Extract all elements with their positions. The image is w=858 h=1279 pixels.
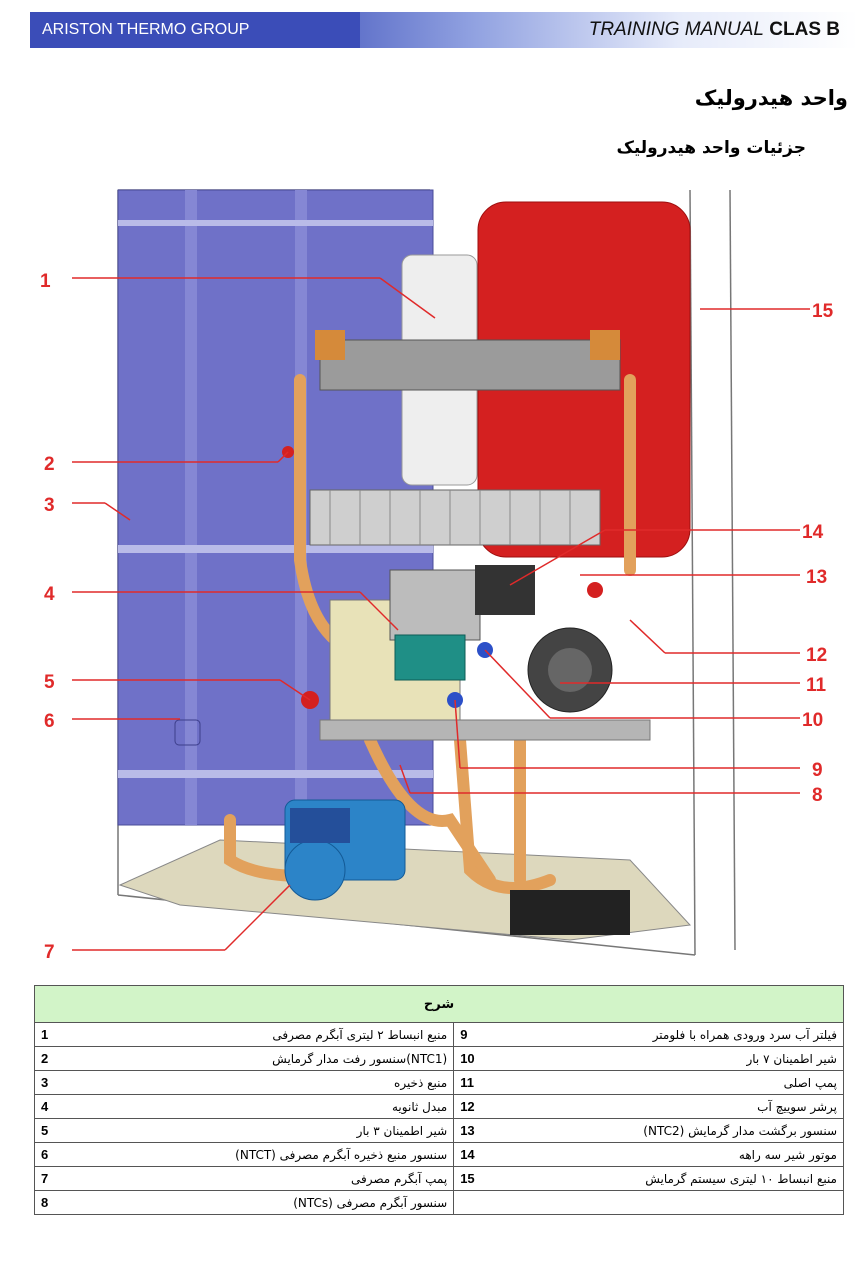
burner: [309, 489, 601, 546]
hydraulic-unit-diagram: 1 2 3 4 5 6 7 8 9 10 11 12 13 14 15: [40, 189, 834, 960]
legend-text: پمپ اصلی: [783, 1075, 837, 1090]
legend-text: شیر اطمینان ۷ بار: [746, 1051, 837, 1066]
callout-11: 11: [806, 675, 827, 696]
callout-14: 14: [802, 522, 824, 543]
legend-text: سنسور منبع ذخیره آبگرم مصرفی (NTCT): [235, 1147, 448, 1162]
manual-title-bold: CLAS B: [769, 19, 840, 40]
table-row: 1 منبع انبساط ۲ لیتری آبگرم مصرفی 9 فیلتر …: [33, 1022, 844, 1047]
legend-num: 10: [460, 1051, 475, 1066]
legend-num: 11: [460, 1075, 474, 1090]
table-row: 4 مبدل ثانویه 12 پرشر سوییچ آب: [33, 1094, 844, 1119]
legend-num: 6: [41, 1147, 49, 1162]
legend-num: 7: [41, 1171, 49, 1186]
table-row: 6 سنسور منبع ذخیره آبگرم مصرفی (NTCT) 14 م…: [33, 1142, 844, 1167]
table-row: 8 سنسور آبگرم مصرفی (NTCs): [33, 1190, 844, 1215]
legend-num: 15: [460, 1171, 475, 1186]
legend-num: 1: [41, 1027, 49, 1042]
callout-12: 12: [806, 645, 827, 666]
callout-13: 13: [806, 567, 827, 588]
header-banner: ARISTON THERMO GROUP TRAINING MANUAL CLA…: [30, 12, 858, 48]
callout-10: 10: [802, 710, 823, 731]
table-row: 7 پمپ آبگرم مصرفی 15 منبع انبساط ۱۰ لیتری …: [33, 1166, 844, 1191]
table-row: 2 (NTC1)سنسور رفت مدار گرمایش 10 شیر اطمین…: [33, 1046, 844, 1071]
manual-title-italic: TRAINING MANUAL: [588, 19, 764, 40]
gas-valve: [389, 569, 481, 641]
manual-title: TRAINING MANUAL CLAS B: [589, 12, 840, 48]
legend-num: 8: [41, 1195, 49, 1210]
legend-text: پرشر سوییچ آب: [757, 1099, 837, 1114]
legend-text: پمپ آبگرم مصرفی: [350, 1171, 448, 1186]
legend-text: مبدل ثانویه: [392, 1099, 448, 1114]
legend-table: شرح 1 منبع انبساط ۲ لیتری آبگرم مصرفی 9 فی…: [33, 985, 844, 1215]
legend-text: (NTC1)سنسور رفت مدار گرمایش: [272, 1051, 448, 1066]
legend-text: موتور شیر سه راهه: [738, 1147, 837, 1162]
legend-text: فیلتر آب سرد ورودی همراه با فلومتر: [652, 1027, 837, 1042]
callout-15: 15: [812, 301, 834, 322]
page-title: واحد هیدرولیک: [694, 86, 848, 110]
callout-6: 6: [44, 711, 55, 732]
callout-7: 7: [44, 942, 55, 960]
page-subtitle: جزئیات واحد هیدرولیک: [616, 138, 806, 158]
dhw-pump: [284, 799, 406, 901]
callout-lines: [72, 277, 810, 951]
legend-num: 3: [41, 1075, 49, 1090]
table-row: 3 منبع ذخیره 11 پمپ اصلی: [33, 1070, 844, 1095]
legend-num: 13: [460, 1123, 475, 1138]
legend-num: 12: [460, 1099, 475, 1114]
callout-2: 2: [44, 454, 55, 475]
legend-text: منبع ذخیره: [394, 1075, 448, 1090]
legend-num: 2: [41, 1051, 49, 1066]
legend-text: منبع انبساط ۱۰ لیتری سیستم گرمایش: [645, 1171, 837, 1186]
legend-num: 9: [460, 1027, 468, 1042]
plate-exchanger: [394, 634, 466, 681]
legend-num: 4: [41, 1099, 49, 1114]
callout-9: 9: [812, 760, 823, 781]
legend-text: منبع انبساط ۲ لیتری آبگرم مصرفی: [272, 1027, 448, 1042]
legend-caption: شرح: [34, 985, 844, 1023]
legend-num: 5: [41, 1123, 49, 1138]
table-row: 5 شیر اطمینان ۳ بار 13 سنسور برگشت مدار گر…: [33, 1118, 844, 1143]
three-way-valve: [475, 565, 535, 615]
company-name: ARISTON THERMO GROUP: [30, 12, 360, 48]
legend-text: شیر اطمینان ۳ بار: [356, 1123, 448, 1138]
legend-text: سنسور آبگرم مصرفی (NTCs): [293, 1195, 448, 1210]
primary-heat-exchanger: [319, 339, 621, 391]
callout-3: 3: [44, 495, 55, 516]
control-box: [510, 890, 630, 935]
callout-8: 8: [812, 785, 823, 806]
legend-text: سنسور برگشت مدار گرمایش (NTC2): [643, 1123, 837, 1138]
legend-num: 14: [460, 1147, 475, 1162]
callout-4: 4: [44, 584, 55, 605]
callout-1: 1: [40, 271, 51, 292]
callout-5: 5: [44, 672, 55, 693]
